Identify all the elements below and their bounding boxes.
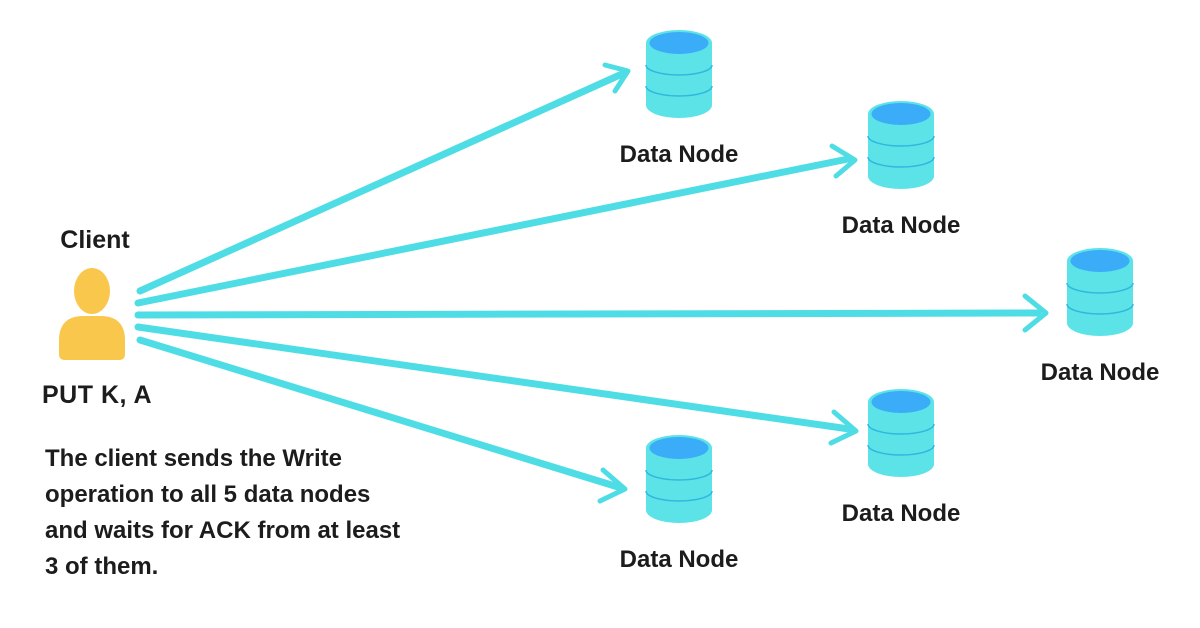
caption-line: The client sends the Write — [45, 445, 342, 472]
caption-line: and waits for ACK from at least — [45, 517, 401, 544]
client-operation-label: PUT K, A — [42, 381, 153, 409]
write-arrow — [134, 323, 859, 446]
diagram-caption: The client sends the Write operation to … — [45, 441, 425, 585]
database-icon — [867, 389, 935, 477]
caption-line: 3 of them. — [45, 553, 159, 580]
data-node-label: Data Node — [619, 546, 739, 573]
data-node-label: Data Node — [1040, 359, 1160, 386]
write-arrow — [136, 62, 631, 295]
caption-line: operation to all 5 data nodes — [45, 481, 371, 508]
data-node-label: Data Node — [841, 212, 961, 239]
write-arrow — [134, 143, 858, 307]
database-icon — [645, 30, 713, 118]
database-icon — [645, 435, 713, 523]
data-node-label: Data Node — [619, 141, 739, 168]
data-node: Data Node — [831, 101, 971, 240]
database-icon — [867, 101, 935, 189]
data-node: Data Node — [831, 389, 971, 528]
data-node: Data Node — [609, 30, 749, 169]
data-node: Data Node — [609, 435, 749, 574]
person-icon — [59, 268, 125, 360]
database-icon — [1066, 248, 1134, 336]
data-node-label: Data Node — [841, 500, 961, 527]
write-arrow — [134, 293, 1049, 333]
client-label: Client — [60, 226, 130, 254]
data-node: Data Node — [1030, 248, 1170, 387]
